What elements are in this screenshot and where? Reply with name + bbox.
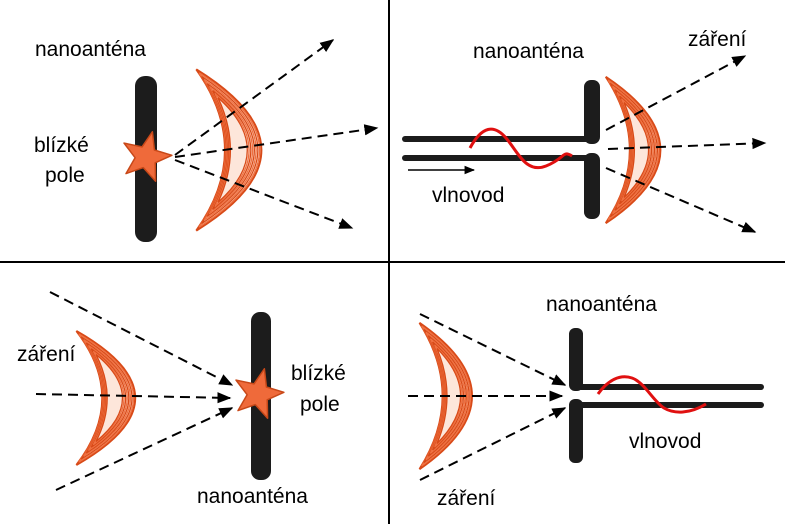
- antenna-label: nanoanténa: [197, 485, 308, 508]
- signal-wave: [596, 375, 707, 414]
- waveguide-label: vlnovod: [432, 184, 504, 207]
- waveguide-rail-top: [402, 136, 590, 142]
- nanoantenna-rod-bottom: [584, 153, 600, 219]
- radiation-crescent: [604, 76, 662, 224]
- signal-wave: [468, 127, 573, 170]
- radiation-contour: [95, 353, 123, 443]
- radiation-arrow-up: [174, 39, 335, 156]
- radiation-contour: [623, 101, 650, 199]
- nanoantenna-rod-top: [569, 328, 583, 391]
- radiation-arrow-down: [605, 167, 757, 233]
- radiation-label: záření: [437, 487, 496, 510]
- nanoantenna-rod-top: [584, 80, 600, 144]
- radiation-contour: [203, 79, 257, 221]
- panel-receiver-near-field: záření blízké pole nanoanténa: [17, 291, 346, 508]
- panel-emitter-near-field: nanoanténa blízké pole: [34, 38, 379, 242]
- radiation-contour: [92, 351, 125, 445]
- radiation-arrow-right: [174, 124, 379, 158]
- near-field-star: [235, 368, 285, 419]
- radiation-arrow-up: [605, 55, 747, 131]
- radiation-arrow-right: [607, 137, 767, 150]
- panel-emitter-waveguide: nanoanténa záření vlnovod: [402, 28, 767, 233]
- antenna-label: nanoanténa: [35, 38, 146, 61]
- near-field-star: [123, 131, 173, 182]
- near-field-label-1: blízké: [291, 362, 346, 385]
- panel-receiver-waveguide: nanoanténa vlnovod záření: [408, 293, 764, 510]
- radiation-crescent: [75, 330, 137, 466]
- waveguide-rail-top: [578, 384, 764, 390]
- radiation-contour: [209, 86, 254, 214]
- radiation-arrow-top: [49, 291, 234, 386]
- radiation-label: záření: [688, 28, 747, 51]
- radiation-contour: [88, 345, 128, 451]
- radiation-contour: [434, 344, 463, 448]
- radiation-arrow-bottom: [55, 407, 234, 491]
- antenna-label: nanoanténa: [546, 293, 657, 316]
- radiation-arrow-down: [174, 159, 354, 229]
- radiation-contour: [217, 97, 248, 203]
- radiation-contour: [90, 348, 127, 448]
- radiation-contour: [198, 72, 261, 228]
- waveguide-rail-bottom: [578, 402, 764, 408]
- radiation-contour: [621, 98, 651, 202]
- antenna-label: nanoanténa: [473, 40, 584, 63]
- near-field-label-2: pole: [300, 393, 340, 416]
- nanoantenna-rod-bottom: [569, 399, 583, 463]
- radiation-contour: [206, 82, 255, 218]
- waveguide-label: vlnovod: [629, 430, 701, 453]
- radiation-arrow-top: [419, 313, 567, 386]
- radiation-label: záření: [17, 343, 76, 366]
- radiation-contour: [618, 95, 652, 205]
- radiation-arrow-bottom: [419, 407, 567, 481]
- radiation-contour: [78, 333, 135, 463]
- radiation-contour: [436, 347, 462, 445]
- radiation-contour: [212, 90, 252, 210]
- radiation-contour: [214, 93, 250, 207]
- radiation-contour: [201, 75, 259, 225]
- radiation-arrow-middle: [35, 392, 232, 404]
- near-field-label-2: pole: [45, 164, 85, 187]
- near-field-label-1: blízké: [34, 134, 89, 157]
- waveguide-rail-bottom: [402, 155, 590, 161]
